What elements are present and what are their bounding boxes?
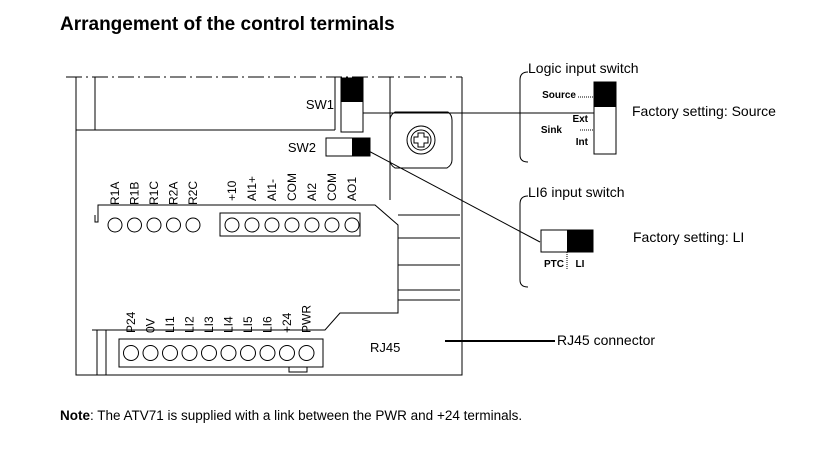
relay-terminal-label: R2C bbox=[186, 181, 200, 205]
logic-terminal-label: LI2 bbox=[183, 316, 197, 333]
li6-factory-setting: Factory setting: LI bbox=[633, 229, 744, 245]
logic-block-frame bbox=[92, 300, 399, 331]
relay-terminal bbox=[127, 217, 142, 233]
li6-switch-heading: LI6 input switch bbox=[528, 184, 625, 200]
analog-block-frame bbox=[94, 204, 460, 266]
logic-terminal bbox=[142, 345, 159, 361]
logic-terminal bbox=[220, 345, 237, 361]
logic-callout-bracket bbox=[519, 71, 529, 163]
analog-terminal bbox=[324, 217, 340, 233]
li6-callout-bracket bbox=[519, 195, 529, 288]
analog-terminal-label: AI1+ bbox=[245, 176, 259, 201]
page-title: Arrangement of the control terminals bbox=[60, 14, 395, 35]
analog-terminal-label: +10 bbox=[225, 180, 239, 201]
note-bold: Note bbox=[60, 408, 90, 423]
logic-factory-setting: Factory setting: Source bbox=[632, 103, 776, 119]
relay-terminal-label: R1B bbox=[128, 182, 142, 205]
logic-block-tab bbox=[288, 366, 308, 373]
relay-terminal bbox=[107, 217, 123, 233]
logic-terminal-label: LI6 bbox=[261, 316, 275, 333]
note-text: : The ATV71 is supplied with a link betw… bbox=[90, 408, 523, 423]
logic-terminal bbox=[279, 345, 295, 361]
relay-terminal-label: R1A bbox=[108, 182, 122, 205]
logic-terminal-label: LI3 bbox=[202, 316, 216, 333]
sw2-slider bbox=[352, 138, 370, 156]
logic-terminal-label: PWR bbox=[300, 305, 314, 333]
logic-terminal bbox=[240, 345, 256, 361]
sink-label: Sink bbox=[541, 125, 563, 136]
analog-terminal bbox=[244, 217, 260, 233]
relay-terminal bbox=[146, 217, 162, 233]
screw-housing bbox=[389, 111, 453, 169]
sw2-label: SW2 bbox=[288, 140, 316, 155]
relay-terminal-label: R2A bbox=[167, 182, 181, 205]
source-label: Source bbox=[542, 90, 576, 101]
analog-terminal bbox=[304, 217, 320, 233]
logic-terminal bbox=[259, 345, 276, 361]
screw-cross-icon bbox=[413, 132, 429, 148]
relay-terminal bbox=[166, 217, 181, 233]
rj45-label: RJ45 bbox=[370, 340, 400, 355]
sw1-label: SW1 bbox=[306, 97, 334, 112]
logic-terminal-label: LI1 bbox=[163, 316, 177, 333]
logic-terminal-block bbox=[118, 338, 324, 368]
logic-terminal bbox=[162, 345, 178, 361]
analog-terminal-group: +10 AI1+ AI1- COM AI2 COM AO1 bbox=[224, 173, 360, 233]
sw2-leader-line bbox=[362, 147, 541, 243]
screw-inner bbox=[410, 129, 432, 151]
logic-switch-heading: Logic input switch bbox=[528, 60, 639, 76]
logic-terminal bbox=[123, 345, 139, 361]
logic-terminal-label: 0V bbox=[144, 318, 158, 333]
analog-terminal bbox=[284, 217, 300, 233]
analog-terminal bbox=[264, 217, 280, 233]
relay-terminal-label: R1C bbox=[147, 181, 161, 205]
logic-terminal bbox=[201, 345, 217, 361]
li-label: LI bbox=[576, 259, 585, 270]
rj45-connector-label: RJ45 connector bbox=[557, 332, 655, 348]
analog-terminal bbox=[224, 217, 240, 233]
note: Note: The ATV71 is supplied with a link … bbox=[60, 408, 522, 423]
analog-terminal-block bbox=[219, 212, 361, 237]
logic-terminal-label: LI4 bbox=[222, 316, 236, 333]
relay-terminal-group: R1A R1B R1C R2A R2C bbox=[107, 181, 201, 233]
logic-terminal bbox=[298, 345, 315, 361]
int-label: Int bbox=[576, 137, 589, 148]
analog-terminal-label: COM bbox=[285, 173, 299, 201]
logic-terminal-group: P24 0V LI1 LI2 LI3 LI4 LI5 LI6 +24 PWR bbox=[123, 305, 315, 361]
analog-terminal-label: AI1- bbox=[265, 179, 279, 201]
analog-terminal-label: COM bbox=[325, 173, 339, 201]
screw-outer bbox=[406, 125, 436, 155]
analog-terminal-label: AO1 bbox=[345, 177, 359, 201]
board-outline bbox=[75, 77, 463, 376]
logic-terminal-label: P24 bbox=[124, 311, 138, 333]
logic-terminal-label: LI5 bbox=[241, 316, 255, 333]
analog-terminal bbox=[344, 217, 360, 233]
analog-terminal-label: AI2 bbox=[305, 183, 319, 201]
logic-terminal bbox=[181, 345, 198, 361]
ext-label: Ext bbox=[572, 114, 588, 125]
ptc-label: PTC bbox=[544, 259, 564, 270]
sw1-slider bbox=[341, 78, 363, 102]
relay-terminal bbox=[185, 217, 201, 233]
logic-terminal-label: +24 bbox=[280, 312, 294, 333]
li6-switch-slider bbox=[567, 230, 593, 252]
logic-switch-slider bbox=[594, 82, 616, 107]
